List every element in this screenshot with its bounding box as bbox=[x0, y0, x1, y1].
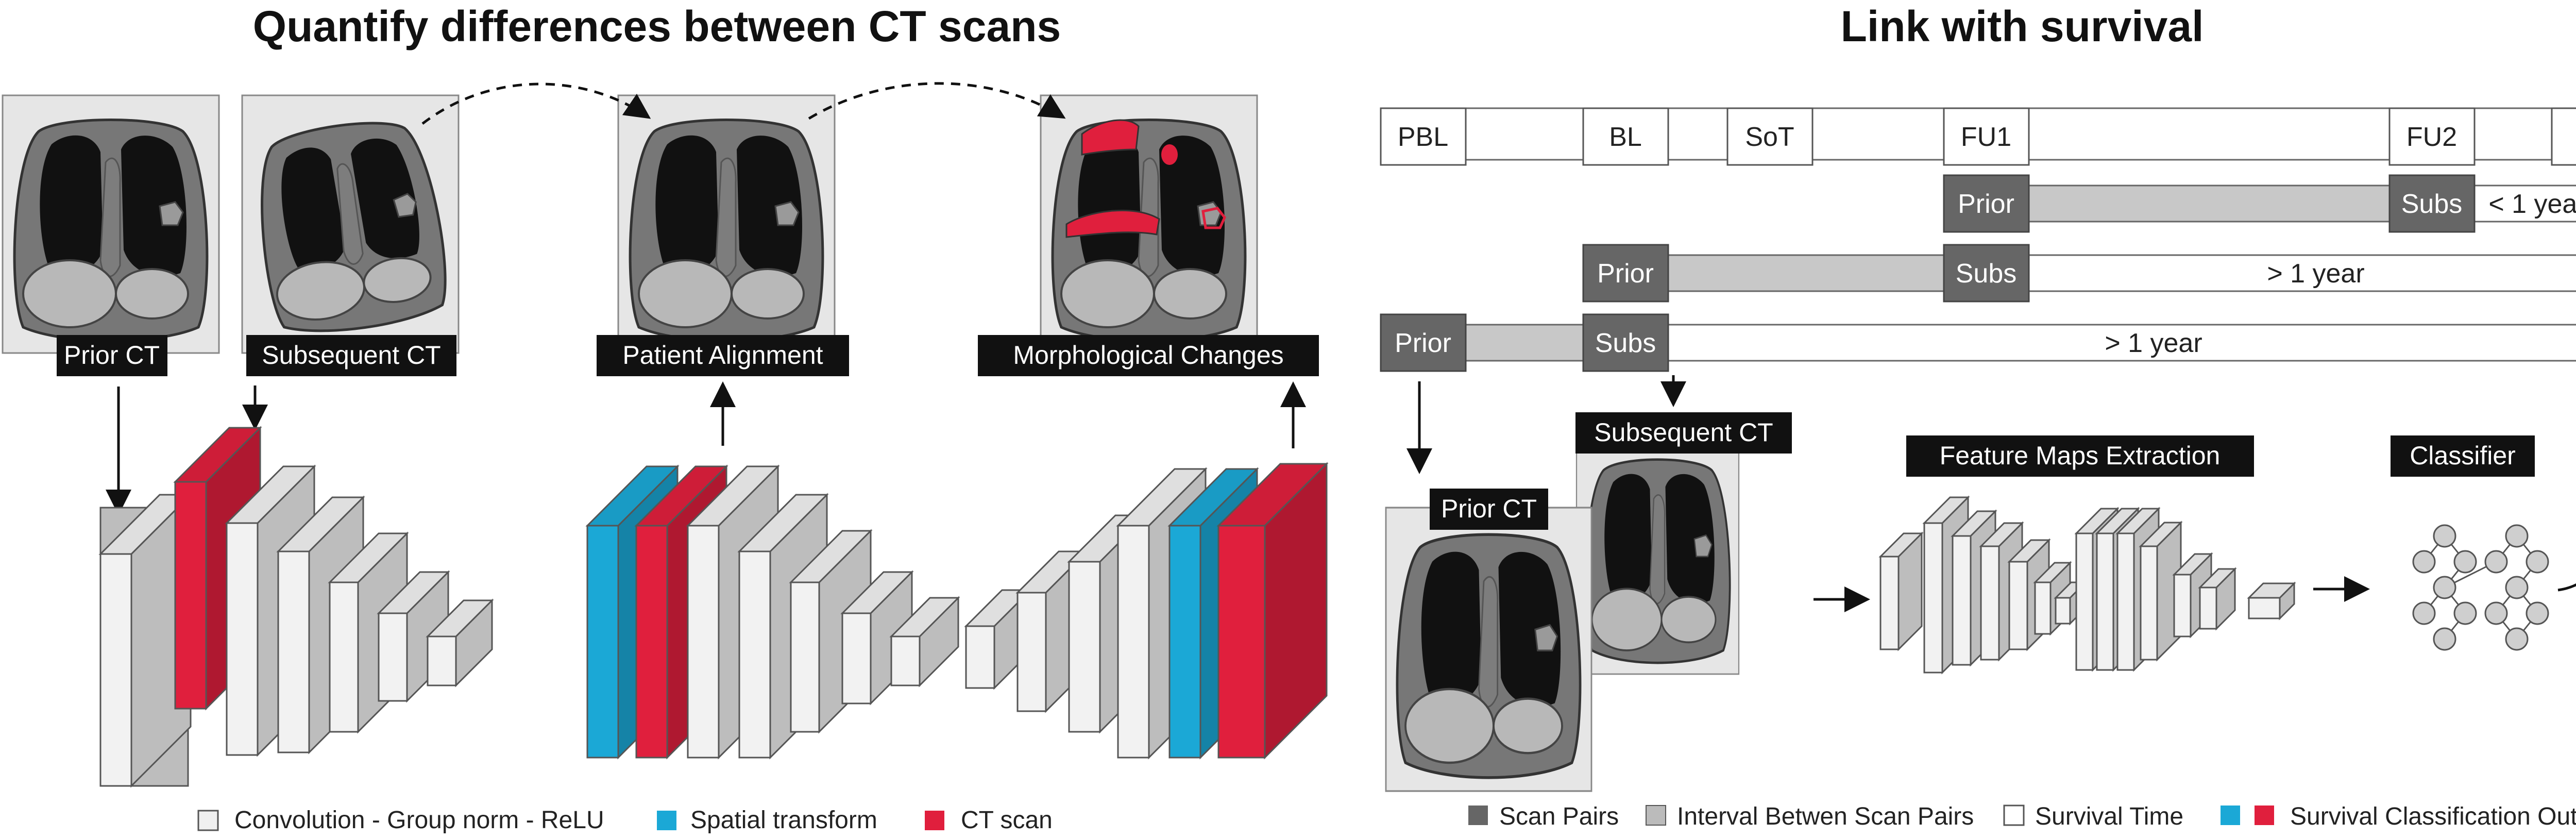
svg-text:Morphological Changes: Morphological Changes bbox=[1013, 341, 1283, 370]
arrow-to-outcome bbox=[2557, 583, 2576, 592]
svg-text:Classifier: Classifier bbox=[2410, 441, 2516, 470]
feature-map-block-13 bbox=[2247, 581, 2296, 620]
svg-text:Subsequent CT: Subsequent CT bbox=[262, 341, 440, 370]
left-panel-title: Quantify differences between CT scans bbox=[253, 2, 1061, 51]
svg-text:< 1 year: < 1 year bbox=[2488, 189, 2576, 219]
morphological-changes-label: Morphological Changes bbox=[978, 335, 1319, 376]
svg-text:Subs: Subs bbox=[1956, 259, 2017, 289]
encoder-block-6 bbox=[426, 598, 494, 687]
feature-maps-label: Feature Maps Extraction bbox=[1906, 435, 2254, 477]
svg-text:CT scan: CT scan bbox=[961, 807, 1053, 834]
svg-text:Spatial transform: Spatial transform bbox=[690, 807, 877, 834]
feature-map-block-0 bbox=[1878, 531, 1924, 651]
svg-text:Subs: Subs bbox=[1595, 328, 1656, 358]
right-legend: Scan Pairs Interval Betwen Scan Pairs Su… bbox=[1468, 803, 2576, 830]
svg-text:Convolution - Group norm - ReL: Convolution - Group norm - ReLU bbox=[234, 807, 604, 834]
right-prior-ct-image bbox=[1386, 508, 1591, 791]
right-subsequent-ct-image bbox=[1577, 437, 1739, 674]
prior-ct-label: Prior CT bbox=[57, 335, 167, 376]
registration-network-blocks bbox=[585, 462, 1329, 760]
scan-row-3: Prior Subs > 1 year bbox=[1380, 313, 2576, 372]
feature-map-block-12 bbox=[2198, 567, 2237, 631]
svg-text:Survival Classification Outcom: Survival Classification Outcome bbox=[2290, 803, 2576, 830]
classifier-label: Classifier bbox=[2391, 435, 2535, 477]
feature-extraction-blocks bbox=[1878, 495, 2296, 675]
svg-text:FU2: FU2 bbox=[2406, 122, 2457, 152]
subsequent-ct-label: Subsequent CT bbox=[246, 335, 456, 376]
subsequent-ct-image bbox=[242, 95, 459, 353]
svg-text:> 1 year: > 1 year bbox=[2267, 259, 2364, 289]
svg-text:SoT: SoT bbox=[1745, 122, 1794, 152]
right-prior-ct-label: Prior CT bbox=[1430, 489, 1548, 530]
svg-text:Prior: Prior bbox=[1395, 328, 1451, 358]
svg-text:Feature Maps Extraction: Feature Maps Extraction bbox=[1940, 441, 2221, 470]
svg-text:Prior CT: Prior CT bbox=[1441, 494, 1537, 523]
classifier-tree-icon bbox=[2412, 524, 2549, 651]
morphological-ct-image bbox=[1041, 95, 1257, 353]
left-legend: Convolution - Group norm - ReLU Spatial … bbox=[197, 807, 1053, 834]
right-subsequent-ct-label: Subsequent CT bbox=[1575, 412, 1792, 454]
svg-text:Subsequent CT: Subsequent CT bbox=[1594, 418, 1773, 447]
timeline-markers: PBL BL SoT FU1 FU2 D bbox=[1380, 107, 2576, 166]
registration-block-12 bbox=[1216, 462, 1329, 760]
svg-text:> 1 year: > 1 year bbox=[2105, 328, 2202, 358]
svg-text:FU1: FU1 bbox=[1961, 122, 2011, 152]
svg-text:Subs: Subs bbox=[2401, 189, 2463, 219]
svg-text:PBL: PBL bbox=[1398, 122, 1448, 152]
svg-text:Patient Alignment: Patient Alignment bbox=[622, 341, 823, 370]
aligned-ct-image bbox=[618, 95, 835, 353]
right-panel-title: Link with survival bbox=[1841, 2, 2204, 51]
patient-alignment-label: Patient Alignment bbox=[597, 335, 849, 376]
svg-text:Interval Betwen Scan Pairs: Interval Betwen Scan Pairs bbox=[1677, 803, 1974, 830]
scan-row-1: Prior Subs < 1 year bbox=[1943, 174, 2576, 233]
dashed-arrow-2 bbox=[808, 82, 1066, 120]
svg-text:Prior CT: Prior CT bbox=[64, 341, 160, 370]
prior-ct-image bbox=[3, 95, 219, 353]
scan-row-2: Prior Subs > 1 year bbox=[1582, 244, 2576, 303]
dashed-arrow-1 bbox=[421, 82, 651, 125]
encoder-network-blocks bbox=[98, 426, 494, 788]
svg-text:Prior: Prior bbox=[1597, 259, 1654, 289]
registration-block-6 bbox=[889, 596, 960, 687]
svg-text:Prior: Prior bbox=[1958, 189, 2014, 219]
svg-text:BL: BL bbox=[1609, 122, 1642, 152]
svg-text:Scan Pairs: Scan Pairs bbox=[1499, 803, 1619, 830]
svg-text:Survival Time: Survival Time bbox=[2035, 803, 2183, 830]
